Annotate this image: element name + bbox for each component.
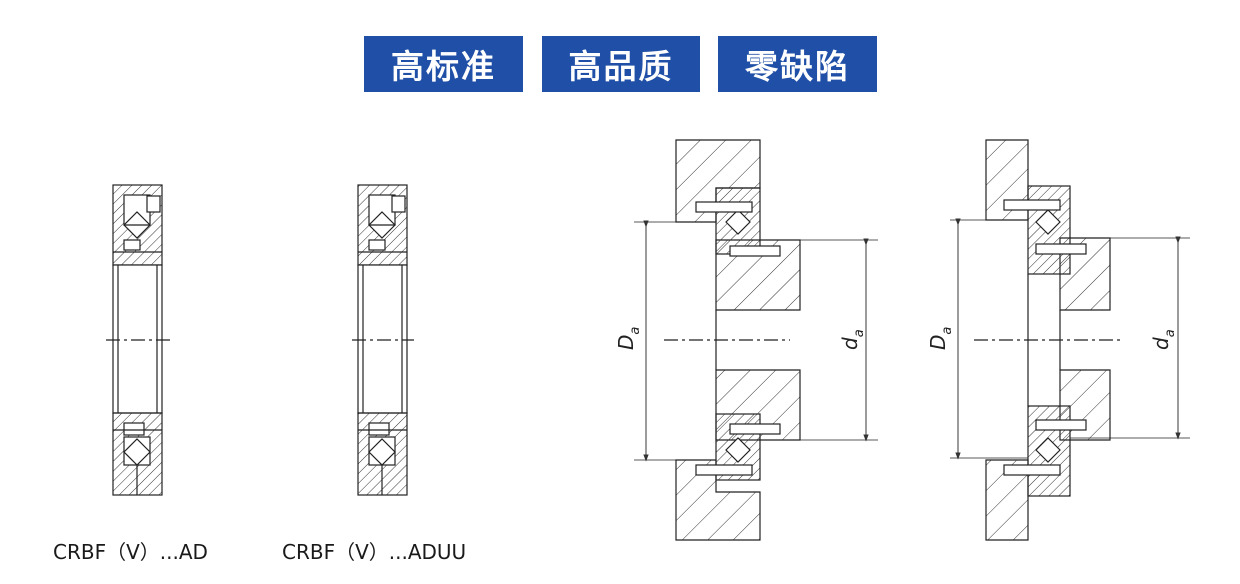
bearing-section-ad [106, 184, 170, 496]
badge-zero-defect: 零缺陷 [718, 36, 877, 92]
dim-label-da-left: da [838, 329, 867, 350]
caption-crbf-ad: CRBF（V）...AD [53, 540, 208, 564]
mounting-drawing-right [950, 139, 1190, 541]
caption-crbf-aduu: CRBF（V）...ADUU [282, 540, 467, 564]
dim-label-da-right: da [1149, 329, 1178, 350]
mounting-drawing-left [634, 139, 878, 541]
bearing-section-aduu [352, 184, 414, 496]
dim-label-Da-left: Da [614, 327, 643, 350]
badge-high-standard: 高标准 [364, 36, 523, 92]
badge-high-quality: 高品质 [542, 36, 700, 92]
dim-label-Da-right: Da [926, 327, 955, 350]
